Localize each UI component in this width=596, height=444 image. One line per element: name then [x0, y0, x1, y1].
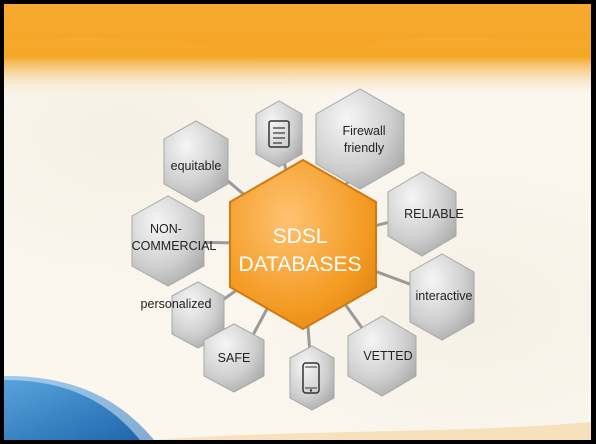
equitable-label: equitable [171, 159, 222, 173]
firewall-label-line2: friendly [344, 141, 385, 155]
firewall-label-line1: Firewall [342, 124, 385, 138]
document-icon [268, 120, 290, 148]
petal-reliable: RELIABLE [387, 171, 464, 257]
vetted-label: VETTED [363, 349, 412, 363]
petal-non-commercial: NON- COMMERCIAL [131, 195, 217, 287]
petal-vetted: VETTED [347, 315, 417, 397]
slide: Firewall friendly equitable RELIABLE NON… [4, 4, 591, 440]
top-banner-brush [4, 4, 591, 49]
personalized-label: personalized [141, 297, 212, 311]
noncommercial-label-line2: COMMERCIAL [132, 239, 217, 253]
corner-ribbon [4, 376, 591, 440]
petal-firewall-friendly: Firewall friendly [315, 88, 405, 190]
petal-mobile [289, 345, 335, 411]
center-hexagon: SDSL DATABASES [229, 158, 377, 331]
petal-equitable: equitable [163, 120, 229, 203]
center-label-line2: DATABASES [239, 253, 362, 276]
petal-safe: SAFE [203, 323, 265, 393]
center-label-line1: SDSL [273, 225, 328, 248]
noncommercial-label-line1: NON- [150, 222, 182, 236]
petal-interactive: interactive [409, 253, 475, 341]
diagram-canvas: Firewall friendly equitable RELIABLE NON… [4, 4, 591, 440]
petal-document [255, 100, 303, 168]
reliable-label: RELIABLE [404, 207, 464, 221]
interactive-label: interactive [416, 289, 473, 303]
safe-label: SAFE [218, 351, 251, 365]
mobile-phone-icon [302, 362, 320, 394]
petal-personalized: personalized [141, 281, 225, 349]
